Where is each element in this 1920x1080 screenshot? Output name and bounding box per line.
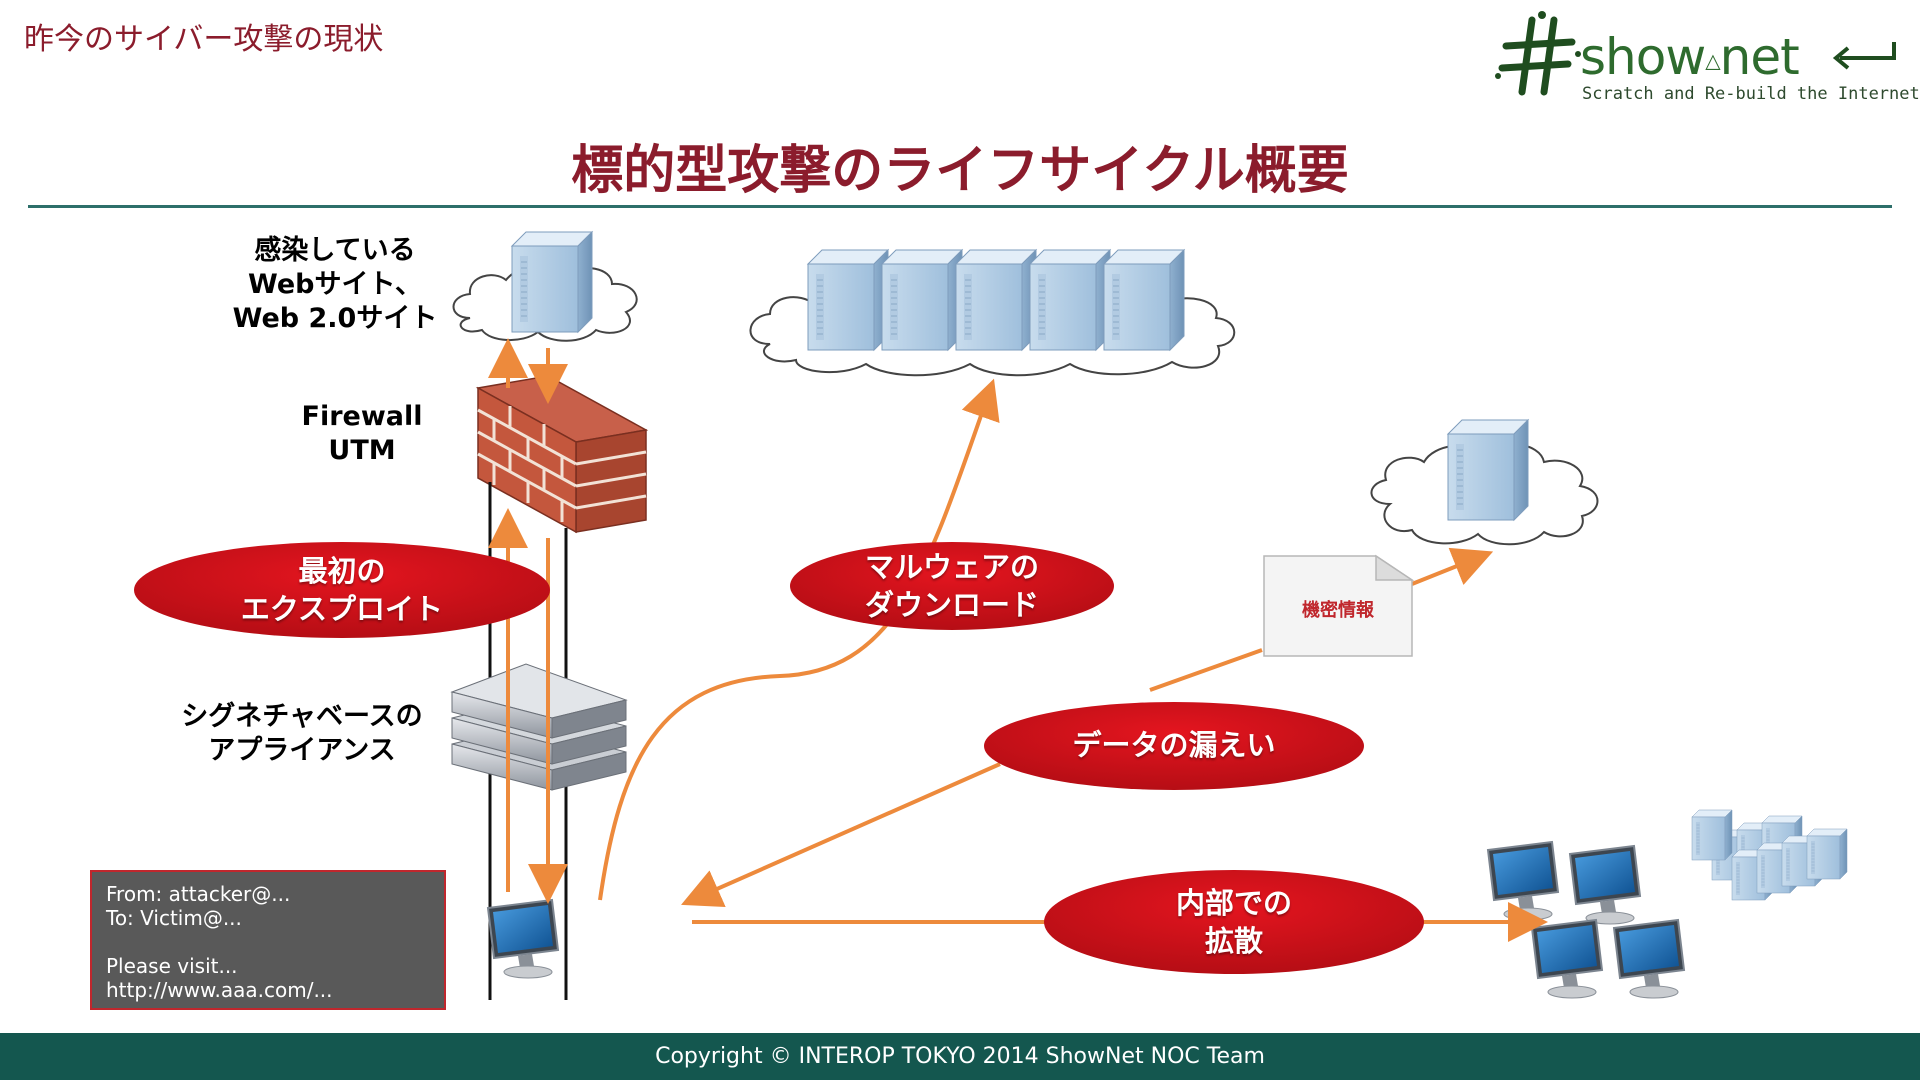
shownet-logo: show△net Scratch and Re-build the Intern… [1492,10,1920,110]
leak-line: データの漏えい [1072,728,1276,762]
firewall-line1: Firewall [301,401,423,432]
infected-site-cloud-icon [452,231,638,342]
exploit-line2: エクスプロイト [240,592,444,626]
server-icon [511,231,593,333]
server-rack-icon [1691,809,1848,901]
leak-stage-label: データの漏えい [994,726,1354,764]
email-url: http://www.aaa.com/... [106,978,333,1002]
phishing-email: From: attacker@... To: Victim@... Please… [90,870,446,1010]
download-stage-shape [790,542,1114,630]
internal-monitor-icon [1613,919,1685,999]
download-line1: マルウェアの [864,550,1039,584]
exploit-stage-label: 最初の エクスプロイト [150,552,534,628]
spread-stage-label: 内部での 拡散 [1054,884,1414,960]
title-divider [28,205,1892,208]
victim-monitor-icon [487,899,559,979]
spread-line1: 内部での [1175,886,1292,920]
infected-sites-label: 感染している Webサイト、 Web 2.0サイト [220,234,450,336]
logo-tagline: Scratch and Re-build the Internet [1582,84,1920,104]
confidential-label: 機密情報 [1302,600,1374,621]
appliance-line1: シグネチャベースの [181,701,423,732]
page-title: 標的型攻撃のライフサイクル概要 [571,141,1349,201]
logo-triangle-icon: △ [1705,48,1720,73]
spread-line2: 拡散 [1204,924,1263,958]
infected-sites-line2: Webサイト、 [248,269,422,300]
firewall-line2: UTM [328,435,396,466]
download-line2: ダウンロード [864,588,1039,622]
logo-name-suffix: net [1719,28,1800,86]
infected-sites-line1: 感染している [254,235,416,266]
firewall-icon [475,375,649,534]
document-icon [1263,554,1415,657]
internal-monitor-icon [1531,919,1603,999]
infected-sites-line3: Web 2.0サイト [232,303,438,334]
internal-monitor-icon [1569,845,1641,925]
hash-logo-icon [1495,11,1581,96]
download-stage-label: マルウェアの ダウンロード [800,548,1104,624]
appliance-line2: アプライアンス [208,735,396,766]
appliance-icon [450,663,628,791]
email-body: Please visit... [106,954,238,978]
return-arrow-icon [1832,42,1896,70]
leak-stage-shape [984,702,1364,790]
section-title: 昨今のサイバー攻撃の現状 [24,22,384,57]
email-from: From: attacker@... [106,882,291,906]
firewall-label: Firewall UTM [282,400,442,468]
logo-name: show [1580,28,1706,86]
malware-server-cloud-icon [749,249,1236,377]
spread-stage-shape [1044,870,1424,974]
exfil-server-cloud-icon [1370,419,1599,546]
exploit-line1: 最初の [298,554,386,588]
email-to: To: Victim@... [106,906,242,930]
logo-wordmark: show△net [1580,28,1800,86]
appliance-label: シグネチャベースの アプライアンス [164,700,440,768]
exploit-stage-shape [134,542,550,638]
flow-arrows [488,338,1548,942]
footer-copyright: Copyright © INTEROP TOKYO 2014 ShowNet N… [0,1033,1920,1080]
internal-monitor-icon [1487,841,1559,921]
